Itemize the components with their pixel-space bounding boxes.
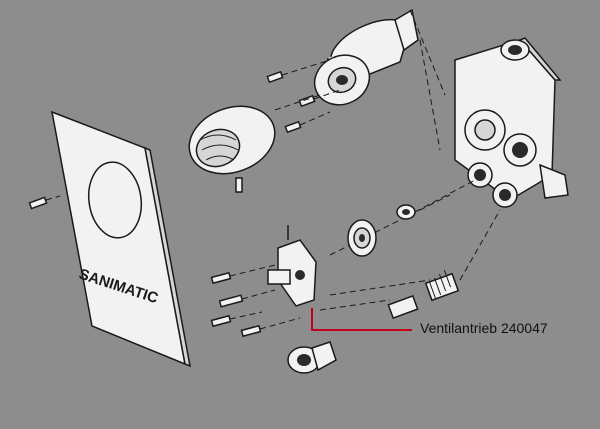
valve-body bbox=[454, 37, 569, 208]
small-screws-top bbox=[266, 59, 341, 134]
cover-plate: SANIMATIC bbox=[51, 110, 191, 368]
callout-label: Ventilantrieb 240047 bbox=[420, 320, 548, 336]
plate-screw bbox=[28, 195, 61, 210]
seal-ring bbox=[347, 219, 377, 257]
threaded-fittings bbox=[387, 269, 460, 319]
valve-actuator bbox=[267, 225, 317, 307]
actuator-screws bbox=[210, 264, 301, 338]
plug-fitting bbox=[287, 341, 337, 374]
small-nut bbox=[396, 204, 416, 220]
control-knob bbox=[188, 105, 276, 193]
cartridge-cylinder bbox=[313, 8, 419, 106]
callout-leader bbox=[311, 308, 412, 331]
